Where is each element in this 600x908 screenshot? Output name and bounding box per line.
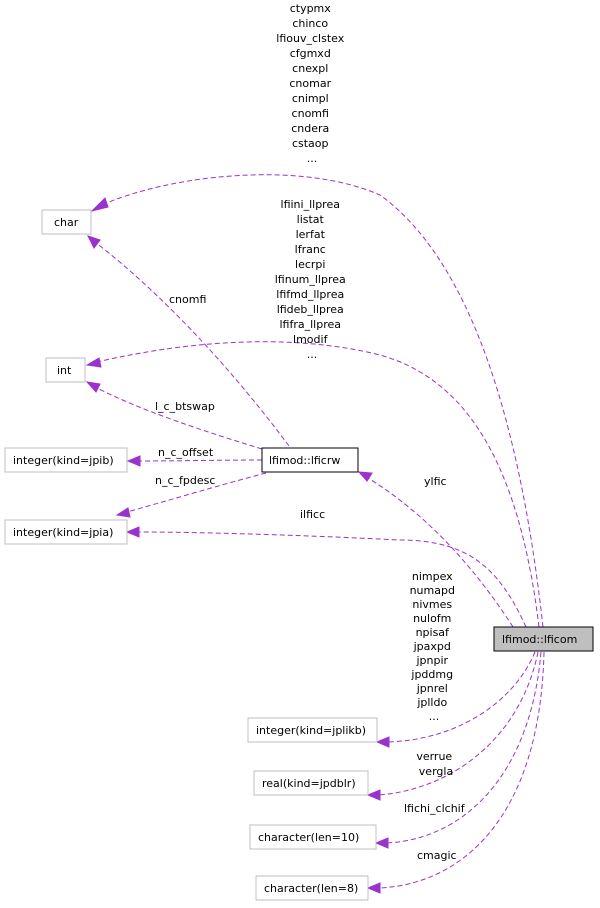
arrow-jpia [125, 526, 140, 538]
node-int[interactable]: int [45, 357, 86, 383]
edge-jpib [137, 459, 263, 462]
node-len10[interactable]: character(len=10) [249, 824, 377, 850]
edge-int-from-lficrw [96, 387, 263, 450]
label-top: ctypmx chinco lfiouv_clstex cfgmxd cnexp… [276, 2, 347, 165]
arrow-jpia-lficrw [115, 507, 131, 518]
node-jplikb[interactable]: integer(kind=jplikb) [247, 717, 378, 743]
arrow-int [85, 357, 102, 368]
arrow-char-lficrw [87, 235, 101, 249]
label-mid: lfiini_llprea listat lerfat lfranc lecrp… [275, 198, 350, 361]
edge-labels: ctypmx chinco lfiouv_clstex cfgmxd cnexp… [155, 2, 466, 862]
node-jplikb-label: integer(kind=jplikb) [256, 724, 366, 737]
edge-len8 [377, 651, 545, 889]
node-jpib[interactable]: integer(kind=jpib) [4, 447, 128, 473]
label-btswap: l_c_btswap [155, 400, 215, 413]
node-jpdblr[interactable]: real(kind=jpdblr) [253, 770, 369, 796]
arrow-lficrw [357, 471, 373, 482]
arrow-jpib [126, 455, 141, 467]
node-len8-label: character(len=8) [264, 882, 358, 895]
node-jpia-label: integer(kind=jpia) [13, 526, 113, 539]
node-jpia[interactable]: integer(kind=jpia) [4, 519, 128, 545]
arrow-jpdblr [366, 789, 381, 801]
node-jpdblr-label: real(kind=jpdblr) [262, 777, 356, 790]
node-lficrw[interactable]: lfimod::lficrw [261, 447, 359, 473]
label-cnomfi: cnomfi [169, 293, 206, 306]
label-jpdblr: verrue vergla [416, 750, 455, 778]
node-jpib-label: integer(kind=jpib) [13, 454, 114, 467]
arrow-len8 [366, 882, 381, 894]
node-int-label: int [57, 364, 72, 377]
edge-len10 [385, 651, 542, 844]
label-fpdesc: n_c_fpdesc [155, 474, 215, 487]
edge-char-from-lficrw [94, 241, 290, 447]
label-len8: cmagic [417, 849, 457, 862]
node-char[interactable]: char [41, 209, 92, 235]
edge-lficrw [367, 477, 514, 628]
arrow-int-lficrw [85, 381, 101, 393]
edges [85, 174, 545, 894]
node-len10-label: character(len=10) [258, 831, 359, 844]
arrow-len10 [374, 837, 389, 849]
arrow-char [90, 197, 109, 212]
node-lficrw-label: lfimod::lficrw [269, 454, 340, 467]
label-len10: lfichi_clchif [404, 802, 466, 815]
label-offset: n_c_offset [158, 446, 214, 459]
edge-char [101, 174, 544, 628]
edge-jpdblr [377, 651, 539, 796]
node-lficom-label: lfimod::lficom [502, 633, 577, 646]
edge-jpia-from-lficrw [126, 472, 267, 513]
node-char-label: char [54, 216, 79, 229]
label-jplikb: nimpex numapd nivmes nulofm npisaf jpaxp… [410, 570, 459, 723]
node-len8[interactable]: character(len=8) [255, 875, 369, 901]
edge-int [96, 341, 540, 628]
label-ylfic: ylfic [424, 475, 447, 488]
node-lficom[interactable]: lfimod::lficom [493, 626, 594, 652]
label-ilficc: ilficc [300, 508, 325, 521]
edge-jpia [136, 531, 527, 628]
arrow-jplikb [375, 736, 390, 748]
edge-jplikb [386, 651, 536, 743]
